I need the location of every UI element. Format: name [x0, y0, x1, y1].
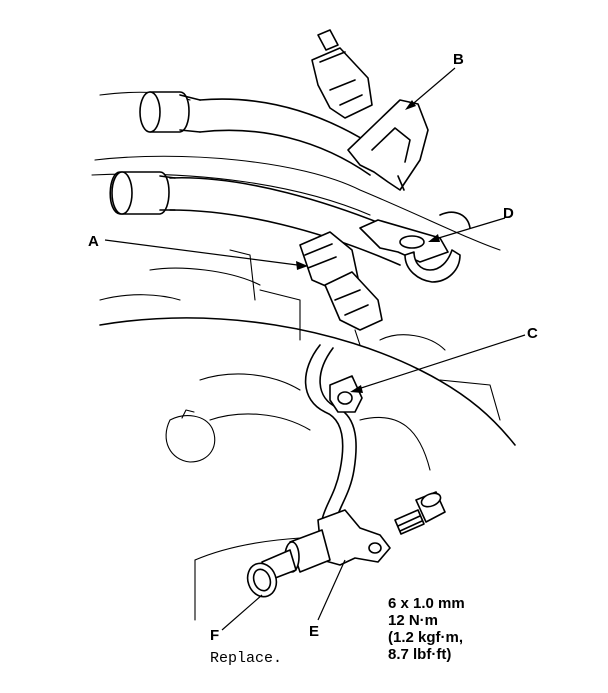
part-e-sensor [261, 509, 391, 581]
leader-lines [104, 67, 526, 631]
bolt [394, 491, 446, 535]
callout-a: A [88, 233, 99, 250]
callout-e: E [309, 623, 319, 640]
spec-line-3: (1.2 kgf·m, [388, 629, 463, 646]
spec-line-1: 6 x 1.0 mm [388, 595, 465, 612]
upper-connector [311, 29, 373, 119]
callout-b: B [453, 51, 464, 68]
part-a-connector [299, 231, 383, 346]
callout-d: D [503, 205, 514, 222]
spec-line-4: 8.7 lbf·ft) [388, 646, 451, 663]
part-b-cover [347, 99, 429, 191]
torque-spec: 6 x 1.0 mm 12 N·m (1.2 kgf·m, 8.7 lbf·ft… [388, 595, 465, 663]
note-replace: Replace. [210, 650, 282, 667]
spec-line-2: 12 N·m [388, 612, 438, 629]
separator-line [99, 317, 516, 446]
part-f-oring [246, 562, 278, 598]
callout-f: F [210, 627, 219, 644]
callout-c: C [527, 325, 538, 342]
sensor-harness [304, 344, 363, 523]
hoses [109, 91, 421, 266]
part-d-bracket [359, 211, 471, 283]
